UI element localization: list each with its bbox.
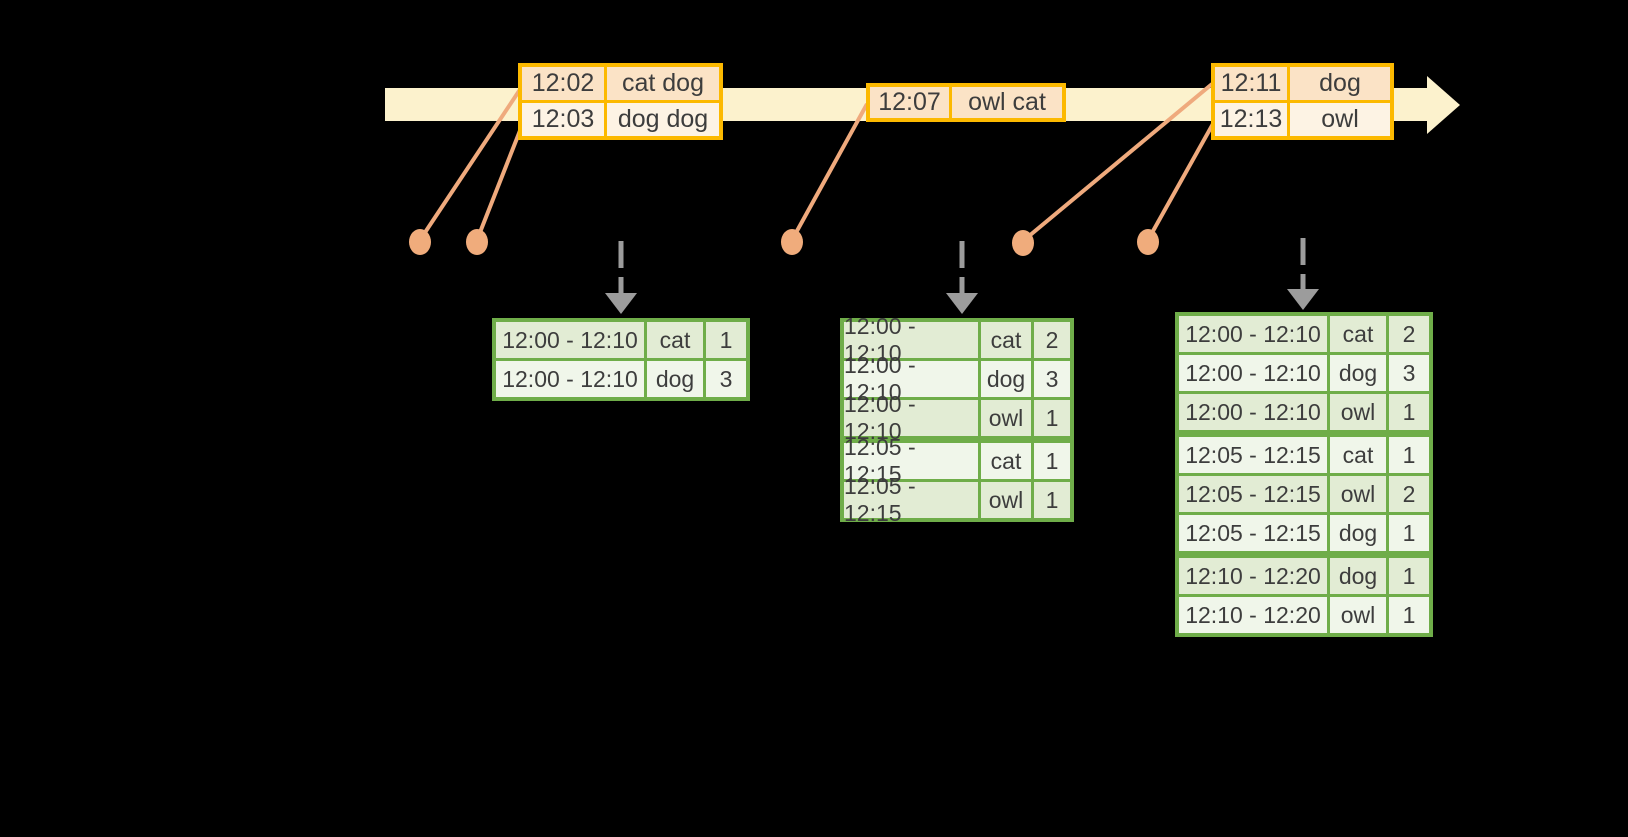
event-dot-icon <box>409 229 431 255</box>
word-cell: dog <box>981 361 1031 397</box>
window-cell: 12:00 - 12:10 <box>1179 316 1327 352</box>
result-row: 12:00 - 12:10 dog 3 <box>496 361 746 397</box>
word-cell: cat <box>981 443 1031 479</box>
count-cell: 1 <box>1034 400 1070 436</box>
trigger-arrow-icon <box>1287 238 1319 310</box>
word-cell: cat <box>647 322 703 358</box>
result-row: 12:10 - 12:20 owl 1 <box>1179 597 1429 633</box>
count-cell: 1 <box>1389 515 1429 551</box>
event-dot-icon <box>1137 229 1159 255</box>
result-row: 12:00 - 12:10 dog 3 <box>1179 355 1429 391</box>
result-row: 12:05 - 12:15 owl 1 <box>844 473 1070 526</box>
event-connector-line <box>790 103 869 241</box>
window-cell: 12:05 - 12:15 <box>1179 515 1327 551</box>
result-row: 12:05 - 12:15 cat 1 <box>1179 437 1429 473</box>
word-cell: dog <box>1330 558 1386 594</box>
count-cell: 3 <box>706 361 746 397</box>
window-cell: 12:00 - 12:10 <box>844 391 978 444</box>
result-row: 12:05 - 12:15 owl 2 <box>1179 476 1429 512</box>
word-cell: cat <box>981 322 1031 358</box>
window-cell: 12:05 - 12:15 <box>1179 476 1327 512</box>
window-cell: 12:00 - 12:10 <box>1179 394 1327 430</box>
word-cell: cat <box>1330 316 1386 352</box>
event-table: 12:11 dog 12:13 owl <box>1211 63 1394 140</box>
result-table: 12:00 - 12:10 cat 2 12:00 - 12:10 dog 3 … <box>840 313 1074 526</box>
event-dot-icon <box>1012 230 1034 256</box>
window-cell: 12:10 - 12:20 <box>1179 558 1327 594</box>
trigger-arrow-icon <box>605 241 637 314</box>
event-row: 12:03 dog dog <box>522 103 719 136</box>
event-dot-icon <box>781 229 803 255</box>
word-cell: dog <box>647 361 703 397</box>
window-cell: 12:00 - 12:10 <box>844 352 978 405</box>
event-words-cell: dog <box>1290 67 1390 100</box>
result-row: 12:00 - 12:10 cat 2 <box>1179 316 1429 352</box>
window-cell: 12:05 - 12:15 <box>1179 437 1327 473</box>
result-row: 12:00 - 12:10 owl 1 <box>1179 394 1429 430</box>
trigger-arrow-icon <box>946 241 978 314</box>
event-row: 12:02 cat dog <box>522 67 719 100</box>
result-row: 12:05 - 12:15 cat 1 <box>844 434 1070 487</box>
result-row: 12:00 - 12:10 cat 1 <box>496 322 746 358</box>
count-cell: 1 <box>706 322 746 358</box>
result-row: 12:00 - 12:10 dog 3 <box>844 352 1070 405</box>
result-table: 12:00 - 12:10 cat 2 12:00 - 12:10 dog 3 … <box>1175 312 1433 637</box>
event-time-cell: 12:07 <box>870 87 949 118</box>
window-cell: 12:00 - 12:10 <box>844 313 978 366</box>
word-cell: owl <box>1330 597 1386 633</box>
window-cell: 12:05 - 12:15 <box>844 473 978 526</box>
word-cell: cat <box>1330 437 1386 473</box>
count-cell: 2 <box>1389 316 1429 352</box>
count-cell: 1 <box>1389 394 1429 430</box>
count-cell: 2 <box>1034 322 1070 358</box>
event-time-cell: 12:02 <box>522 67 604 100</box>
event-time-cell: 12:13 <box>1215 103 1287 136</box>
count-cell: 2 <box>1389 476 1429 512</box>
event-words-cell: owl <box>1290 103 1390 136</box>
event-words-cell: dog dog <box>607 103 719 136</box>
word-cell: owl <box>981 400 1031 436</box>
result-row: 12:00 - 12:10 cat 2 <box>844 313 1070 366</box>
event-dot-icon <box>466 229 488 255</box>
count-cell: 3 <box>1034 361 1070 397</box>
result-row: 12:05 - 12:15 dog 1 <box>1179 515 1429 551</box>
event-words-cell: cat dog <box>607 67 719 100</box>
event-table: 12:07 owl cat <box>866 83 1066 122</box>
count-cell: 3 <box>1389 355 1429 391</box>
window-cell: 12:00 - 12:10 <box>496 361 644 397</box>
word-cell: dog <box>1330 355 1386 391</box>
word-cell: owl <box>981 482 1031 518</box>
window-cell: 12:00 - 12:10 <box>1179 355 1327 391</box>
word-cell: owl <box>1330 476 1386 512</box>
count-cell: 1 <box>1389 437 1429 473</box>
window-cell: 12:05 - 12:15 <box>844 434 978 487</box>
timeline-arrowhead-icon <box>1427 76 1460 134</box>
event-connector-line <box>475 122 525 241</box>
count-cell: 1 <box>1034 482 1070 518</box>
window-cell: 12:10 - 12:20 <box>1179 597 1327 633</box>
count-cell: 1 <box>1034 443 1070 479</box>
event-time-cell: 12:03 <box>522 103 604 136</box>
event-time-cell: 12:11 <box>1215 67 1287 100</box>
count-cell: 1 <box>1389 558 1429 594</box>
count-cell: 1 <box>1389 597 1429 633</box>
result-row: 12:00 - 12:10 owl 1 <box>844 391 1070 444</box>
event-words-cell: owl cat <box>952 87 1062 118</box>
event-connector-line <box>1146 121 1216 241</box>
result-row: 12:10 - 12:20 dog 1 <box>1179 558 1429 594</box>
word-cell: dog <box>1330 515 1386 551</box>
event-row: 12:07 owl cat <box>870 87 1062 118</box>
event-row: 12:13 owl <box>1215 103 1390 136</box>
word-cell: owl <box>1330 394 1386 430</box>
window-cell: 12:00 - 12:10 <box>496 322 644 358</box>
event-row: 12:11 dog <box>1215 67 1390 100</box>
result-table: 12:00 - 12:10 cat 1 12:00 - 12:10 dog 3 <box>492 318 750 401</box>
event-table: 12:02 cat dog 12:03 dog dog <box>518 63 723 140</box>
